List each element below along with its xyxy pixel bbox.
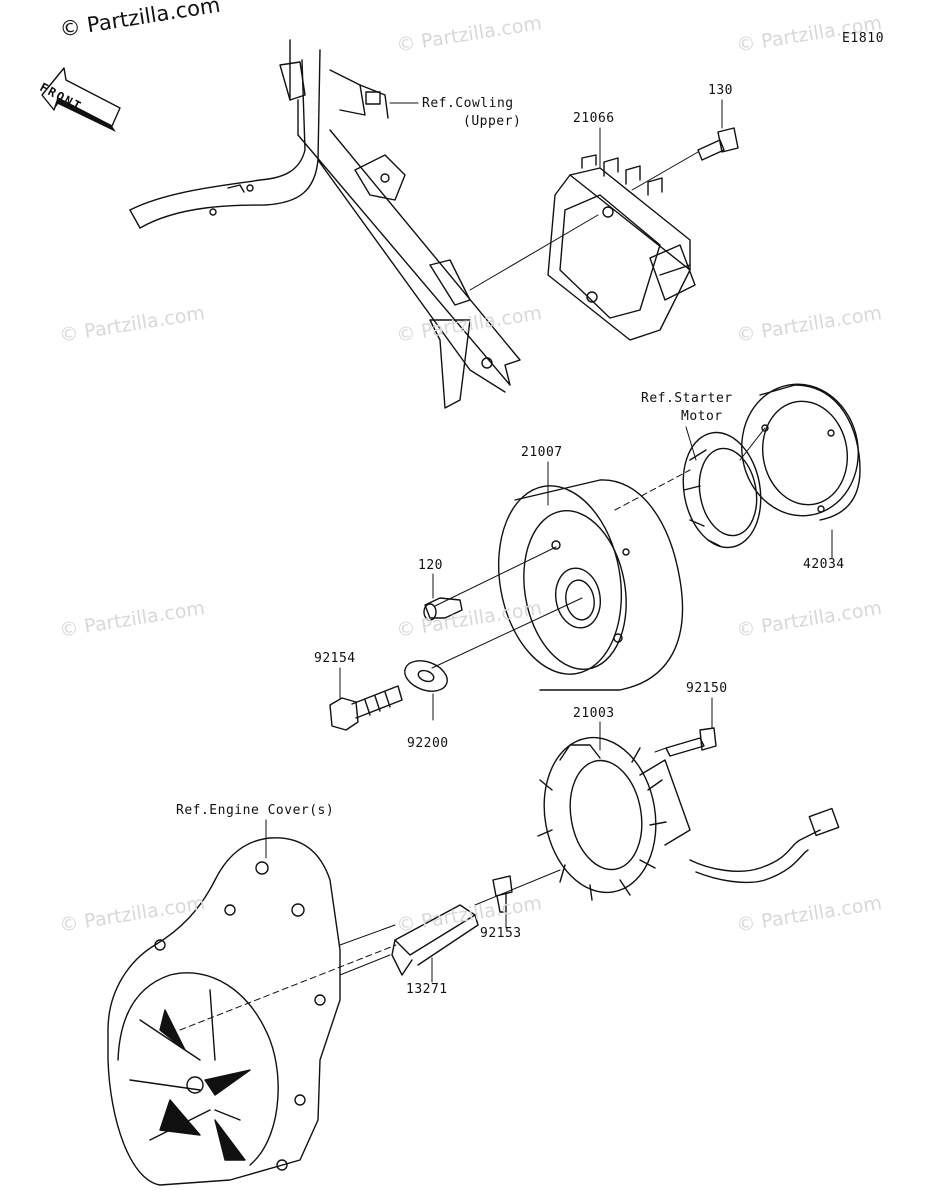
bolt-120-drawing bbox=[423, 597, 463, 621]
stator-drawing bbox=[537, 736, 840, 901]
ref-starter-sub-label: Motor bbox=[681, 409, 723, 424]
regulator-drawing bbox=[547, 154, 696, 341]
part-label-92153[interactable]: 92153 bbox=[480, 926, 522, 941]
washer-92200-drawing bbox=[404, 660, 448, 692]
part-label-92150[interactable]: 92150 bbox=[686, 681, 728, 696]
part-label-21007[interactable]: 21007 bbox=[521, 445, 563, 460]
flywheel-rotor-drawing bbox=[497, 479, 684, 691]
ref-starter-label: Ref.Starter bbox=[641, 391, 733, 406]
plate-13271-drawing bbox=[391, 904, 479, 976]
part-label-21066[interactable]: 21066 bbox=[573, 111, 615, 126]
bolt-92154-drawing bbox=[329, 685, 403, 731]
bolt-92153-drawing bbox=[492, 875, 513, 913]
front-arrow-icon bbox=[41, 67, 121, 132]
diagram-code: E1810 bbox=[842, 31, 885, 46]
starter-clutch-drawing bbox=[682, 431, 762, 549]
part-label-13271[interactable]: 13271 bbox=[406, 982, 448, 997]
bolt-92150-drawing bbox=[665, 727, 717, 757]
ref-cowling-sub-label: (Upper) bbox=[463, 114, 522, 129]
part-label-130[interactable]: 130 bbox=[708, 83, 733, 98]
part-label-92200[interactable]: 92200 bbox=[407, 736, 449, 751]
bolt-130-drawing bbox=[697, 127, 739, 161]
frame-bracket-drawing bbox=[129, 39, 521, 409]
leader-lines bbox=[179, 99, 833, 1031]
part-label-21003[interactable]: 21003 bbox=[573, 706, 615, 721]
part-label-120[interactable]: 120 bbox=[418, 558, 443, 573]
engine-cover-drawing bbox=[107, 837, 341, 1186]
part-label-92154[interactable]: 92154 bbox=[314, 651, 356, 666]
ref-cowling-label: Ref.Cowling bbox=[422, 96, 514, 111]
ref-engine-cover-label: Ref.Engine Cover(s) bbox=[176, 803, 335, 818]
ring-42034-drawing bbox=[741, 383, 861, 521]
part-label-42034[interactable]: 42034 bbox=[803, 557, 845, 572]
